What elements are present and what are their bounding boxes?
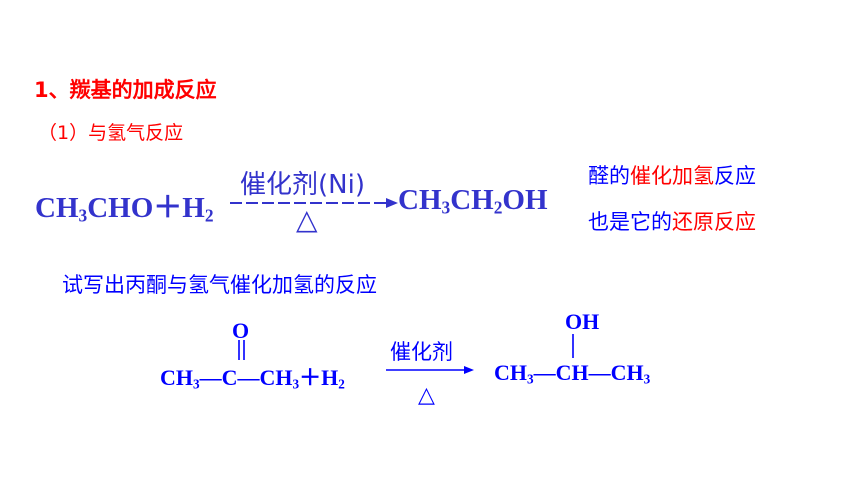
equation-1-left: CH3CHO＋H2 (35, 192, 214, 226)
hydroxyl-group: OH (565, 309, 600, 334)
equation-1-catalyst: 催化剂(Ni) (240, 170, 365, 200)
hydroxyl-bond (572, 334, 574, 358)
carbonyl-oxygen: O (232, 318, 250, 343)
note-reduction: 也是它的还原反应 (588, 210, 756, 234)
note-aldehyde-hydrogenation: 醛的催化加氢反应 (588, 164, 756, 188)
equation-1-arrow (230, 198, 398, 208)
equation-2-right: CH3—CH—CH3 (494, 360, 651, 387)
section-heading: 1、羰基的加成反应 (34, 78, 217, 102)
equation-1-right: CH3CH2OH (398, 184, 548, 218)
carbonyl-double-bond (238, 340, 245, 360)
equation-1-condition: △ (296, 205, 318, 236)
equation-2-arrow (386, 366, 474, 374)
equation-2-left: CH3—C—CH3＋H2 (160, 365, 345, 392)
exercise-prompt: 试写出丙酮与氢气催化加氢的反应 (62, 273, 377, 297)
subsection-heading: （1）与氢气反应 (38, 122, 184, 144)
equation-2-catalyst: 催化剂 (390, 340, 453, 364)
equation-2-condition: △ (418, 383, 435, 408)
